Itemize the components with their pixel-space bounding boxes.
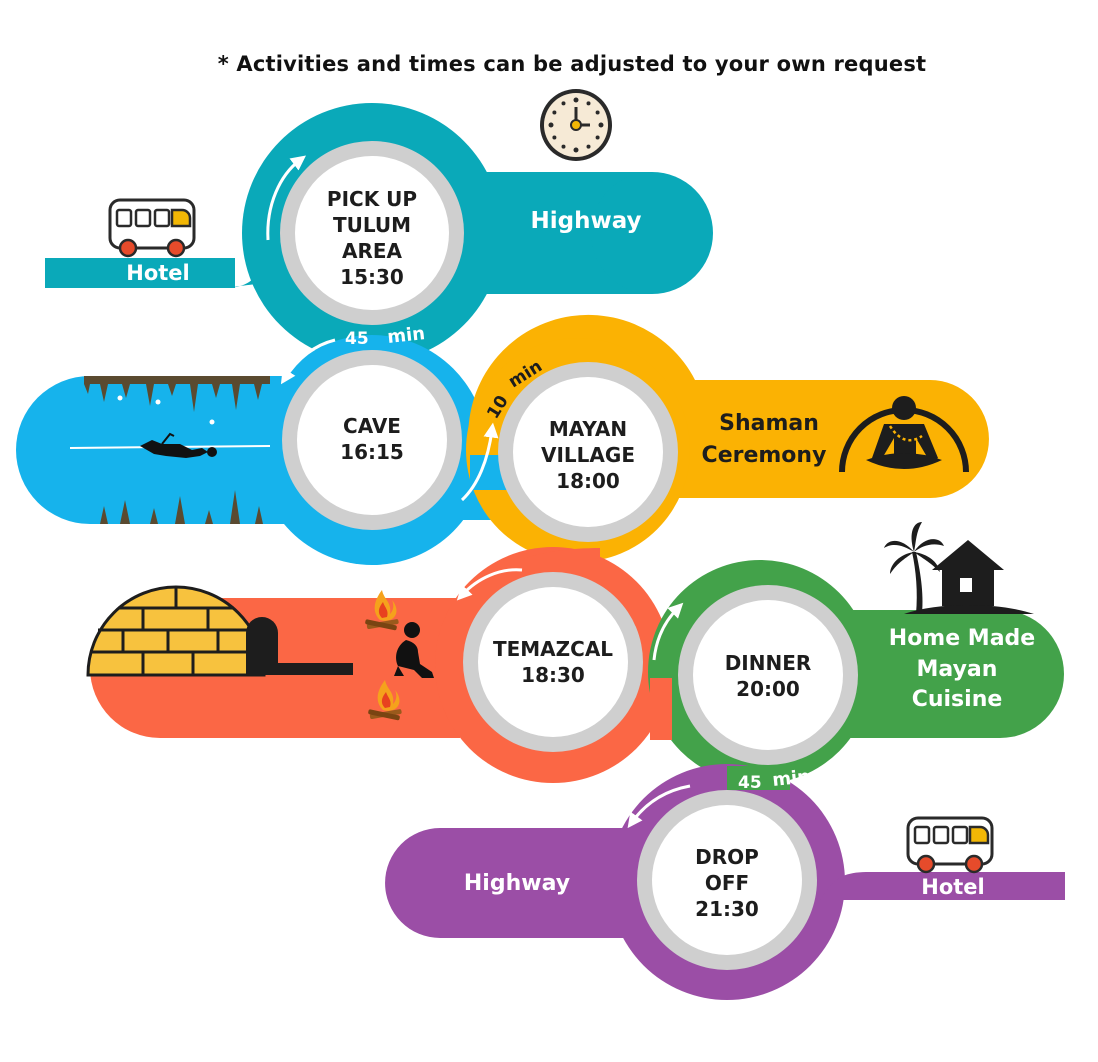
stop-line: MAYAN <box>549 417 627 441</box>
duration-3: 45 min <box>738 766 811 793</box>
clock-icon <box>540 89 612 161</box>
cuisine-label-1: Home Made <box>889 626 1035 651</box>
duration-1: 45 min <box>345 323 426 349</box>
stop-cave: CAVE 16:15 <box>282 350 462 530</box>
arrow-icon <box>652 602 684 661</box>
hotel-start-bar <box>45 258 235 288</box>
adjustment-note: * Activities and times can be adjusted t… <box>217 52 927 76</box>
stop-line: 15:30 <box>340 265 404 289</box>
hotel-end-label: Hotel <box>921 875 984 899</box>
cuisine-label-2: Mayan <box>917 657 998 682</box>
ceremony-label: Ceremony <box>702 443 827 468</box>
arrow-icon <box>460 422 499 502</box>
arrow-icon <box>627 784 691 829</box>
stop-line: CAVE <box>343 414 401 438</box>
stop-line: 21:30 <box>695 897 759 921</box>
stop-dinner: DINNER 20:00 <box>678 585 858 765</box>
svg-text:min: min <box>771 766 811 791</box>
svg-text:min: min <box>386 323 426 348</box>
shaman-label: Shaman <box>719 411 819 436</box>
stop-temazcal: TEMAZCAL 18:30 <box>463 572 643 752</box>
stalactites-icon <box>84 376 270 524</box>
stop-line: TULUM <box>333 213 411 237</box>
campfire-icon <box>368 680 402 721</box>
igloo-icon <box>86 585 353 677</box>
arrow-icon <box>266 155 306 241</box>
palm-tree-icon <box>884 522 944 614</box>
stop-line: DROP <box>695 845 759 869</box>
stop-line: OFF <box>705 871 749 895</box>
bus-icon <box>906 816 994 874</box>
highway-bottom-label: Highway <box>464 871 570 896</box>
stop-mayan-village: MAYAN VILLAGE 18:00 <box>498 362 678 542</box>
stop-line: TEMAZCAL <box>493 637 613 661</box>
svg-text:45: 45 <box>738 773 762 793</box>
stop-pick-up: PICK UP TULUM AREA 15:30 <box>280 141 464 325</box>
stop-line: VILLAGE <box>541 443 635 467</box>
stop-line: 18:00 <box>556 469 620 493</box>
meditation-icon <box>839 396 969 473</box>
highway-top-label: Highway <box>530 208 641 234</box>
stop-line: PICK UP <box>327 187 417 211</box>
cuisine-label-3: Cuisine <box>912 687 1003 712</box>
stop-line: 20:00 <box>736 677 800 701</box>
stop-line: AREA <box>342 239 403 263</box>
stop-line: 18:30 <box>521 663 585 687</box>
hotel-start-label: Hotel <box>126 261 189 285</box>
svg-text:45: 45 <box>345 329 369 349</box>
hut-icon <box>904 540 1034 614</box>
diver-icon <box>140 432 217 458</box>
stop-line: DINNER <box>725 651 812 675</box>
stop-line: 16:15 <box>340 440 404 464</box>
hotel-end-bar <box>820 872 1065 900</box>
bus-icon <box>108 198 196 258</box>
arrow-icon <box>280 338 336 385</box>
kneeling-person-icon <box>394 622 434 678</box>
arrow-icon <box>456 568 523 601</box>
campfire-icon <box>365 590 399 631</box>
stop-drop-off: DROP OFF 21:30 <box>637 790 817 970</box>
